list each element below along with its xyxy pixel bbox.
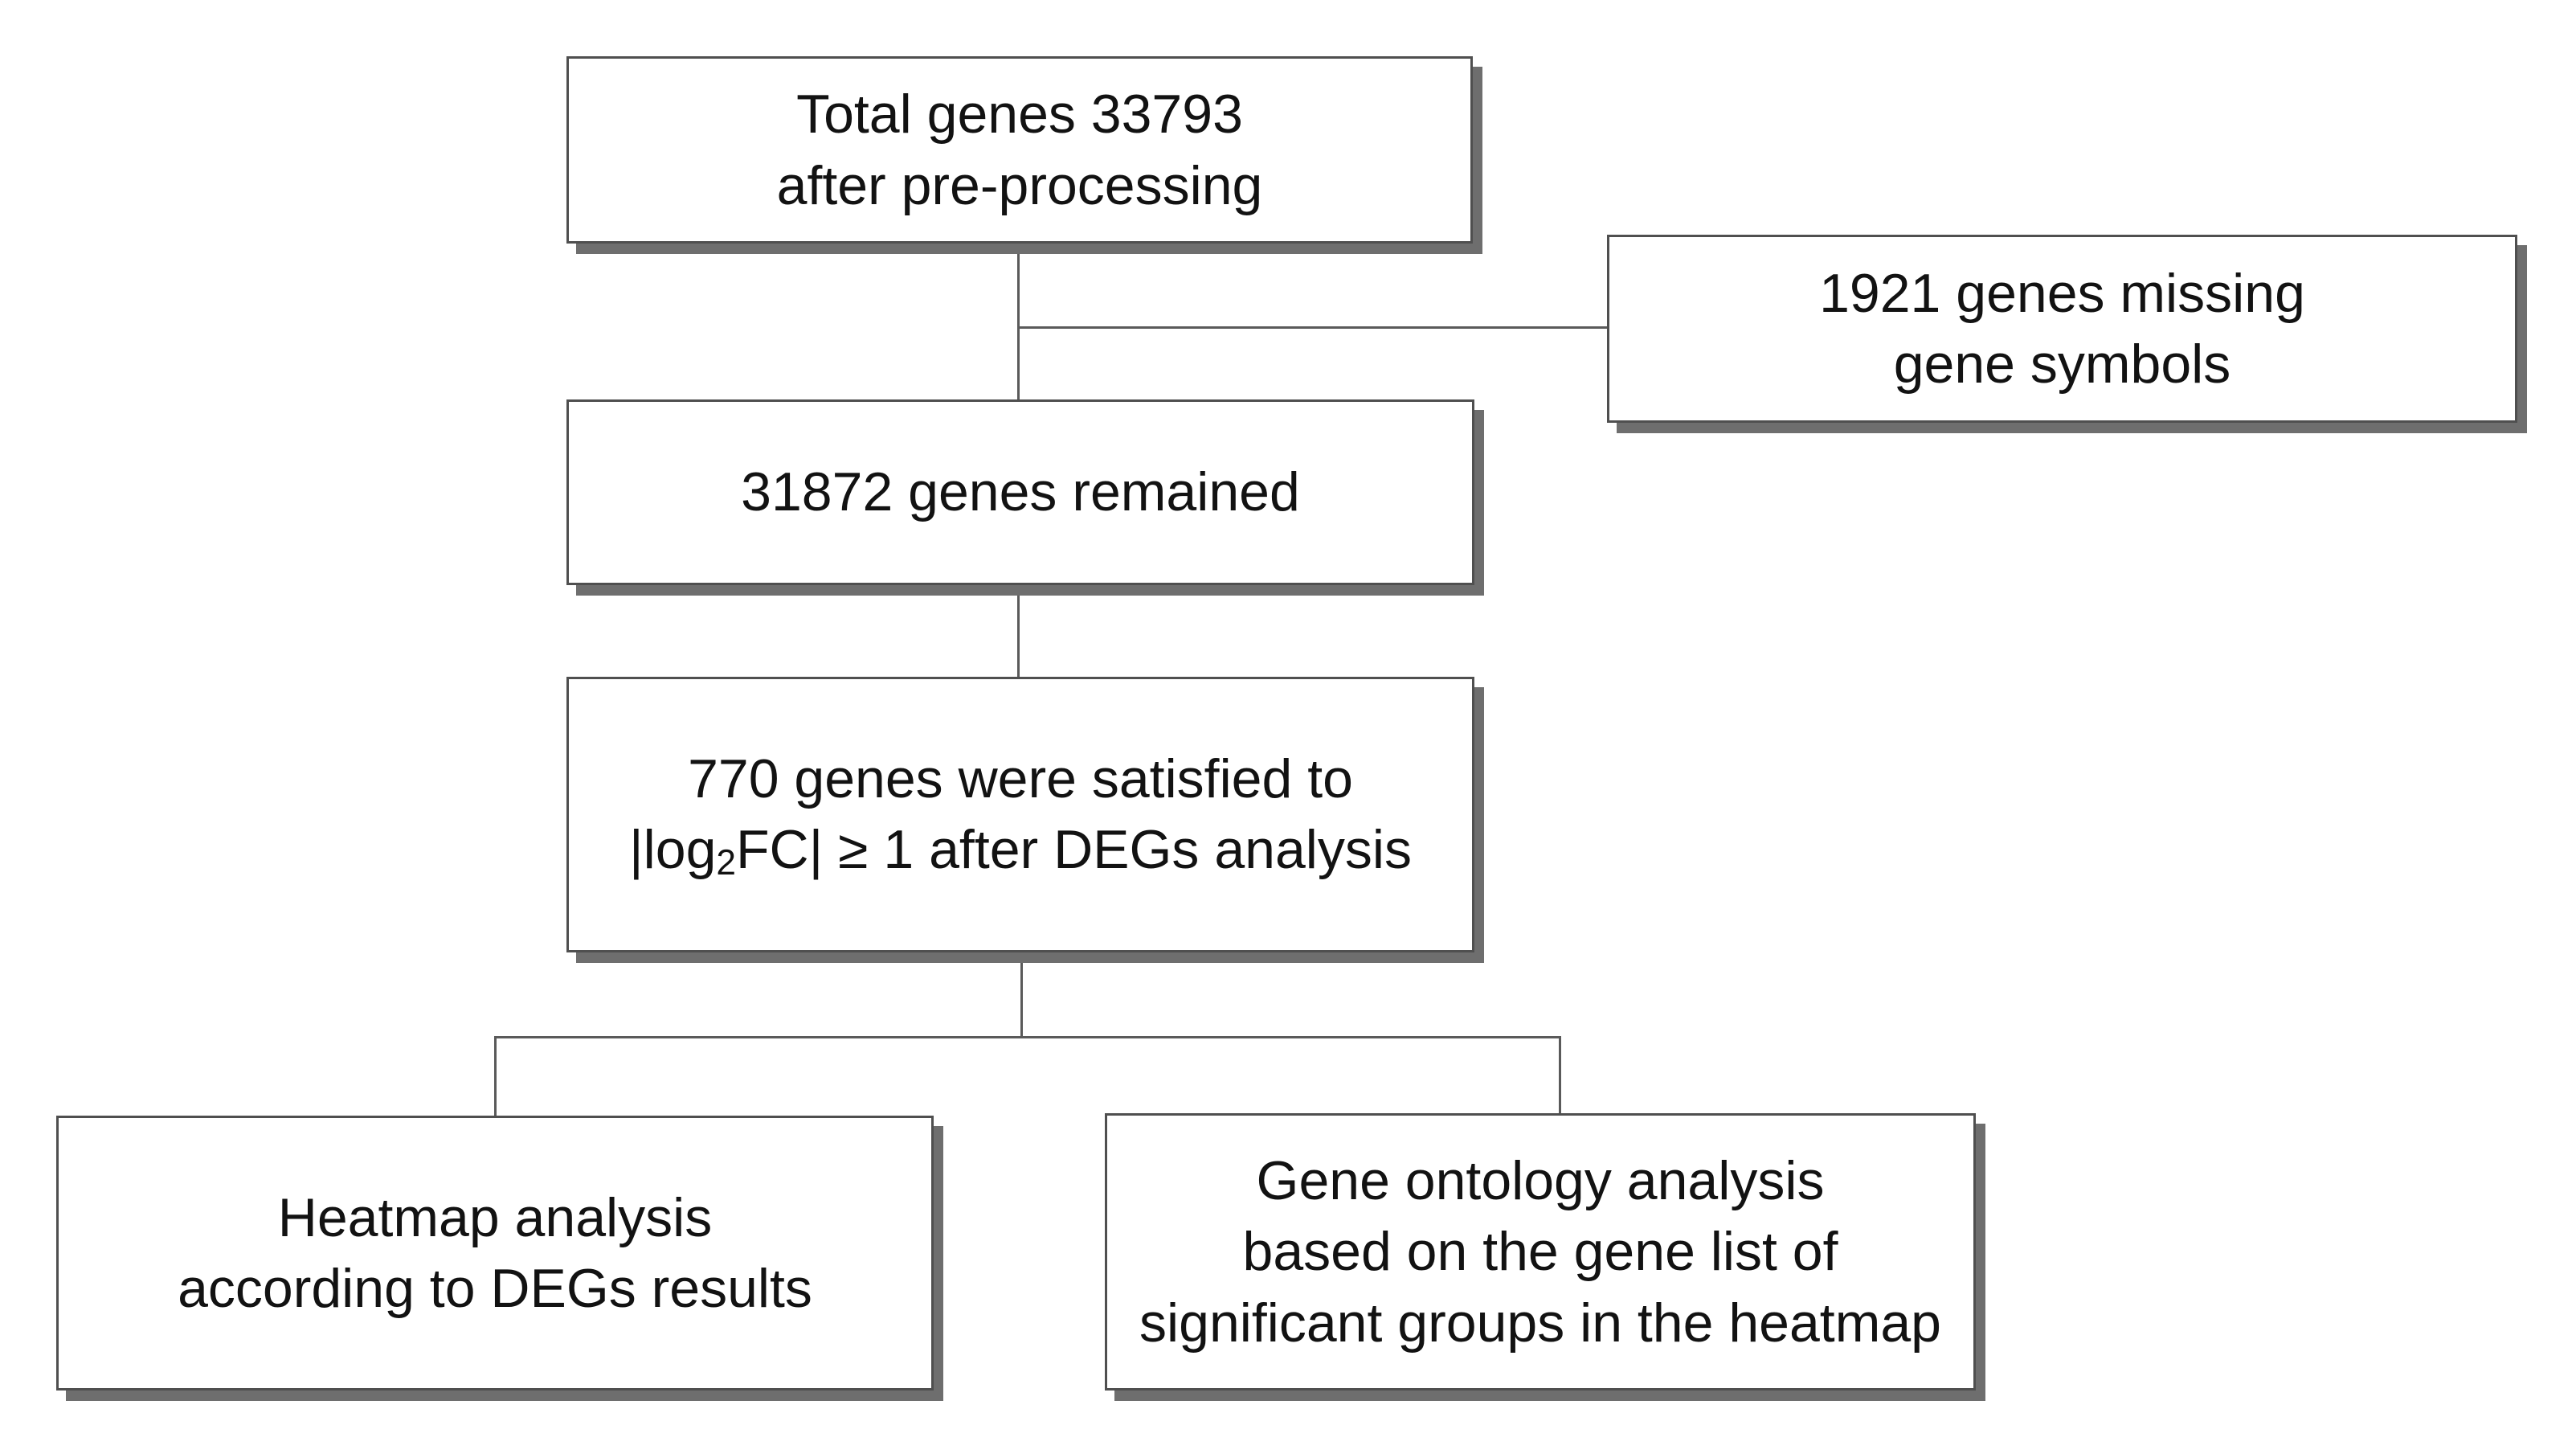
- node-gene-ontology-line3: significant groups in the heatmap: [1139, 1292, 1941, 1354]
- connector-total-to-remained: [1017, 245, 1020, 402]
- degs-line2-suffix: FC| ≥ 1 after DEGs analysis: [735, 818, 1412, 880]
- node-heatmap-analysis-line1: Heatmap analysis: [277, 1186, 713, 1248]
- node-total-genes-line1: Total genes 33793: [796, 84, 1243, 145]
- node-degs-filter-line2: |log2FC| ≥ 1 after DEGs analysis: [629, 814, 1412, 886]
- degs-line2-prefix: |log: [628, 818, 717, 880]
- node-gene-ontology-line1: Gene ontology analysis: [1256, 1149, 1825, 1211]
- connector-branch-to-missing: [1017, 326, 1609, 329]
- node-missing-symbols: 1921 genes missing gene symbols: [1607, 235, 2517, 423]
- node-total-genes-line2: after pre-processing: [776, 154, 1263, 216]
- log2-subscript: 2: [716, 842, 736, 883]
- connector-drop-to-ontology: [1559, 1036, 1561, 1116]
- node-degs-filter: 770 genes were satisfied to |log2FC| ≥ 1…: [566, 677, 1474, 952]
- node-heatmap-analysis-line2: according to DEGs results: [178, 1258, 812, 1319]
- node-genes-remained-line1: 31872 genes remained: [741, 461, 1300, 523]
- node-gene-ontology-line2: based on the gene list of: [1242, 1221, 1838, 1283]
- connector-drop-to-heatmap: [494, 1036, 497, 1118]
- node-genes-remained: 31872 genes remained: [566, 399, 1474, 585]
- connector-split-horizontal: [494, 1036, 1561, 1038]
- node-gene-ontology-analysis: Gene ontology analysis based on the gene…: [1105, 1113, 1976, 1391]
- node-heatmap-analysis: Heatmap analysis according to DEGs resul…: [56, 1116, 934, 1391]
- node-degs-filter-line1: 770 genes were satisfied to: [688, 747, 1353, 809]
- connector-remained-to-degs: [1017, 587, 1020, 679]
- node-missing-symbols-line1: 1921 genes missing: [1819, 262, 2305, 324]
- node-missing-symbols-line2: gene symbols: [1893, 334, 2231, 395]
- connector-degs-to-split: [1020, 954, 1023, 1038]
- node-total-genes: Total genes 33793 after pre-processing: [566, 56, 1473, 244]
